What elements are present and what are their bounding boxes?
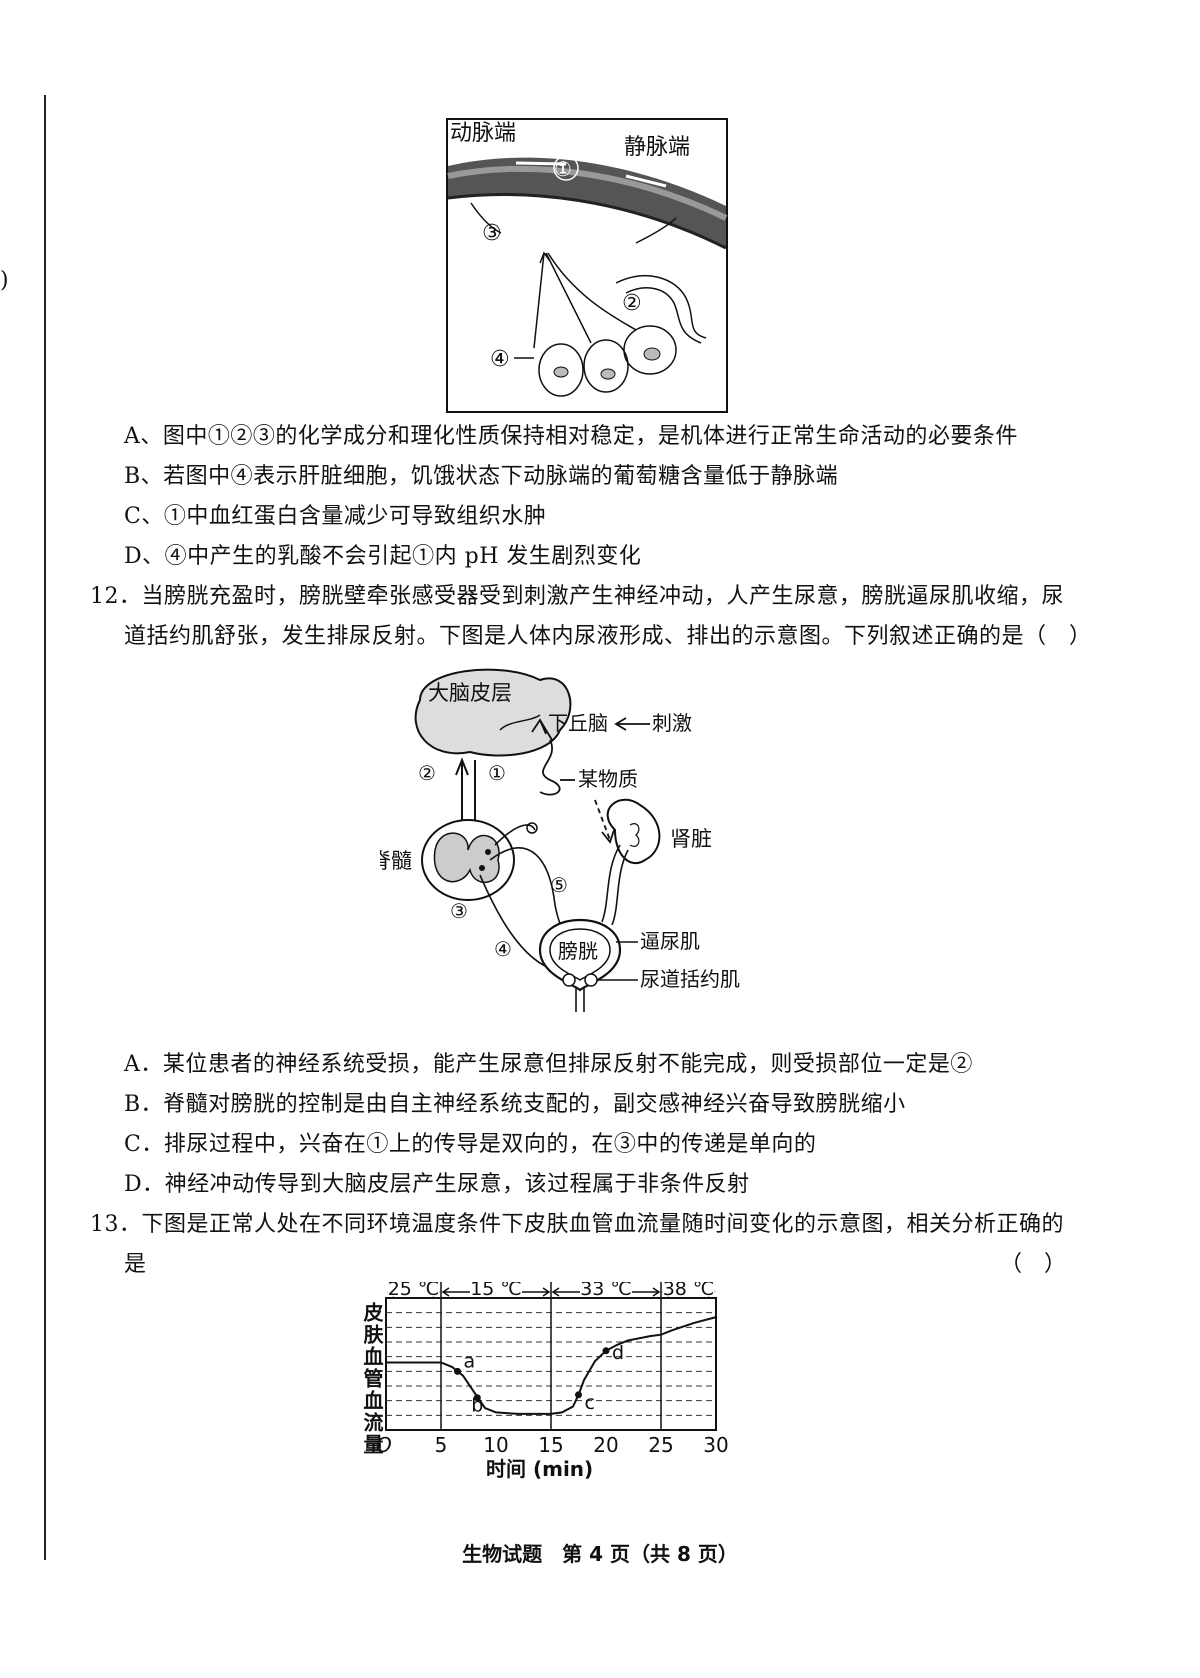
q12-option-c: C．排尿过程中，兴奋在①上的传导是双向的，在③中的传递是单向的 bbox=[124, 1132, 817, 1157]
left-margin-line bbox=[44, 95, 46, 1560]
x-axis-label: 时间 (min) bbox=[486, 1457, 593, 1481]
band-label: 38 ℃ bbox=[663, 1282, 715, 1300]
marker-1: ① bbox=[488, 761, 506, 785]
marker-5: ⑤ bbox=[550, 873, 568, 897]
urination-reflex-diagram: 大脑皮层 ② ① 下丘脑 刺激 某物质 脊髓 ③ ⑤ ④ 肾脏 膀胱 逼尿肌 尿… bbox=[380, 668, 740, 1012]
q11-option-a: A、图中①②③的化学成分和理化性质保持相对稳定，是机体进行正常生命活动的必要条件 bbox=[124, 424, 1018, 449]
marker-4: ④ bbox=[490, 347, 510, 372]
marker-3: ③ bbox=[450, 899, 468, 923]
marker-2: ② bbox=[622, 291, 642, 316]
q12-option-d: D．神经冲动传导到大脑皮层产生尿意，该过程属于非条件反射 bbox=[124, 1172, 750, 1197]
band-arrow-left bbox=[441, 1287, 450, 1297]
q11-option-c: C、①中血红蛋白含量减少可导致组织水肿 bbox=[124, 504, 547, 529]
margin-mark: ) bbox=[0, 268, 9, 293]
hypothalamus-label: 下丘脑 bbox=[548, 711, 608, 735]
point-label-a: a bbox=[464, 1350, 476, 1372]
flow-arrow bbox=[515, 161, 567, 166]
point-label-c: c bbox=[585, 1392, 595, 1414]
marker-4: ④ bbox=[494, 937, 512, 961]
origin-label: O bbox=[376, 1433, 392, 1457]
point-d bbox=[602, 1347, 610, 1355]
vein-end-label: 静脉端 bbox=[624, 135, 690, 160]
sphincter-label: 尿道括约肌 bbox=[640, 967, 740, 991]
x-tick-label: 25 bbox=[648, 1433, 673, 1457]
q13-answer-paren: （ ） bbox=[1000, 1252, 1067, 1277]
point-a bbox=[454, 1367, 461, 1375]
marker-1: ① bbox=[554, 157, 572, 181]
point-label-b: b bbox=[471, 1395, 483, 1417]
point-b bbox=[473, 1394, 481, 1402]
band-arrow-right bbox=[542, 1287, 551, 1297]
marker-3: ③ bbox=[482, 221, 502, 246]
band-arrow-right bbox=[652, 1287, 661, 1297]
stimulus-label: 刺激 bbox=[652, 711, 692, 735]
flow-arrow bbox=[625, 174, 667, 188]
q11-option-d: D、④中产生的乳酸不会引起①内 pH 发生剧烈变化 bbox=[124, 544, 642, 569]
band-label: 33 ℃ bbox=[580, 1282, 632, 1300]
spinal-cord-label: 脊髓 bbox=[380, 849, 412, 873]
band-label: 25 ℃ bbox=[388, 1282, 440, 1300]
q13-stem-line2: 是 bbox=[124, 1252, 147, 1277]
q12-stem-line1: 12．当膀胱充盈时，膀胱壁牵张感受器受到刺激产生神经冲动，人产生尿意，膀胱逼尿肌… bbox=[90, 584, 1064, 609]
x-tick-label: 30 bbox=[703, 1433, 728, 1457]
q13-stem-line1: 13．下图是正常人处在不同环境温度条件下皮肤血管血流量随时间变化的示意图，相关分… bbox=[90, 1212, 1064, 1237]
tissue-fluid-diagram: 动脉端 静脉端 ① ③ ② ④ bbox=[446, 118, 728, 413]
blood-flow-series-line bbox=[386, 1316, 717, 1415]
q12-stem-line2: 道括约肌舒张，发生排尿反射。下图是人体内尿液形成、排出的示意图。下列叙述正确的是… bbox=[124, 624, 1092, 649]
page-footer: 生物试题 第 4 页（共 8 页） bbox=[462, 1542, 738, 1566]
q11-option-b: B、若图中④表示肝脏细胞，饥饿状态下动脉端的葡萄糖含量低于静脉端 bbox=[124, 464, 839, 489]
point-c bbox=[575, 1391, 582, 1399]
detrusor-label: 逼尿肌 bbox=[640, 929, 700, 953]
band-label-bg bbox=[580, 1282, 632, 1296]
q12-option-b: B．脊髓对膀胱的控制是由自主神经系统支配的，副交感神经兴奋导致膀胱缩小 bbox=[124, 1092, 906, 1117]
y-axis-label: 皮肤血管血流量 bbox=[360, 1301, 384, 1456]
x-tick-label: 15 bbox=[538, 1433, 563, 1457]
x-tick-label: 20 bbox=[593, 1433, 618, 1457]
artery-end-label: 动脉端 bbox=[450, 121, 516, 146]
x-tick-label: 5 bbox=[435, 1433, 448, 1457]
cortex-label: 大脑皮层 bbox=[428, 681, 512, 705]
substance-label: 某物质 bbox=[578, 767, 638, 791]
marker-2: ② bbox=[418, 761, 436, 785]
bladder-label: 膀胱 bbox=[558, 939, 598, 963]
band-label: 15 ℃ bbox=[470, 1282, 522, 1300]
band-label-bg bbox=[662, 1282, 715, 1296]
q12-option-a: A．某位患者的神经系统受损，能产生尿意但排尿反射不能完成，则受损部位一定是② bbox=[124, 1052, 973, 1077]
x-tick-label: 10 bbox=[483, 1433, 508, 1457]
band-label-bg bbox=[470, 1282, 522, 1296]
point-label-d: d bbox=[612, 1342, 624, 1364]
band-label-bg bbox=[387, 1282, 440, 1296]
kidney-label: 肾脏 bbox=[670, 827, 712, 851]
blood-flow-chart: 25 ℃ 15 ℃ 33 ℃ 38 ℃ a b c d 5 10 15 20 25 30 皮肤血管血流… bbox=[360, 1282, 729, 1481]
band-arrow-left bbox=[551, 1287, 560, 1297]
